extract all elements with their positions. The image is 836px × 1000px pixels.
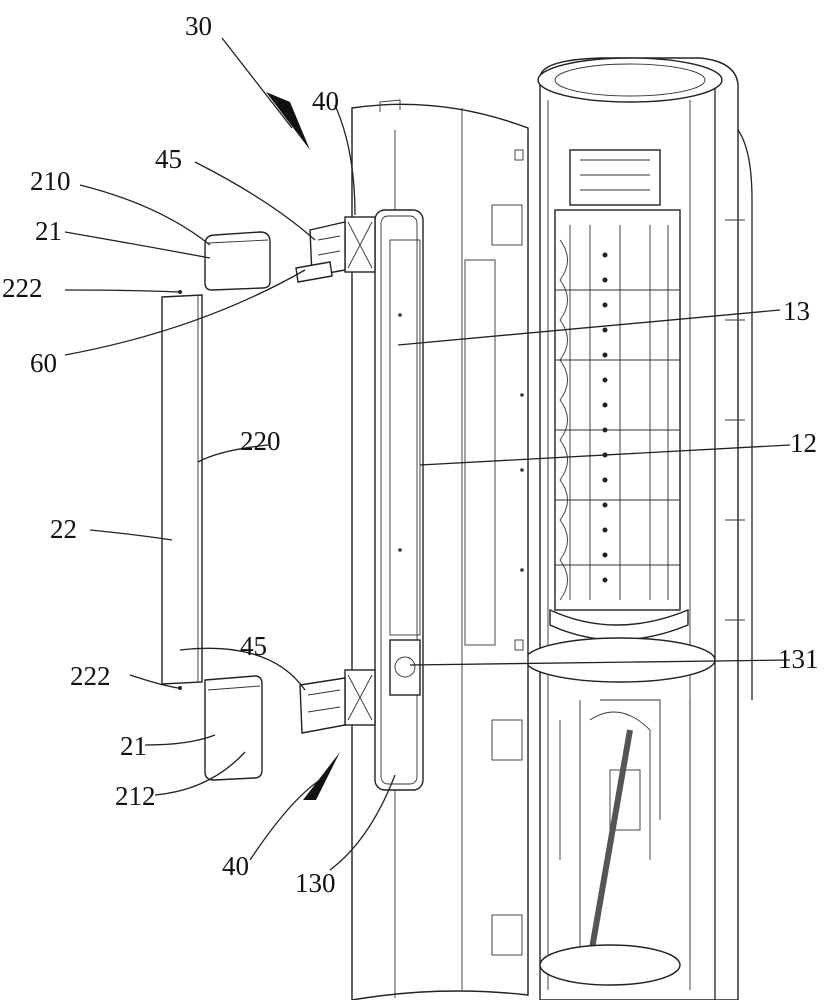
arrow-line-30 xyxy=(221,37,293,129)
label-21-bottom: 21 xyxy=(120,731,147,761)
cap-21-top xyxy=(204,231,271,291)
label-22: 22 xyxy=(50,514,77,544)
label-210: 210 xyxy=(30,166,71,196)
leader-lines xyxy=(64,104,791,871)
label-212: 212 xyxy=(115,781,156,811)
label-45-top: 45 xyxy=(155,144,182,174)
drip-tray xyxy=(524,637,716,683)
label-30: 30 xyxy=(185,11,212,41)
label-12: 12 xyxy=(790,428,817,458)
top-cap xyxy=(537,57,723,103)
arrowhead-30 xyxy=(266,92,310,150)
callout-labels: 30 40 45 210 21 222 60 13 220 12 22 45 1… xyxy=(2,11,819,898)
label-45-bottom: 45 xyxy=(240,631,267,661)
hinge-45-bottom xyxy=(299,677,346,734)
label-60: 60 xyxy=(30,348,57,378)
main-unit-body xyxy=(524,57,753,1000)
label-222-bottom: 222 xyxy=(70,661,111,691)
part-60 xyxy=(295,261,333,283)
label-130: 130 xyxy=(295,868,336,898)
hinge-45-top xyxy=(309,221,346,277)
window-frame xyxy=(374,209,424,791)
label-222-top: 222 xyxy=(2,273,43,303)
box-131 xyxy=(389,639,421,696)
label-131: 131 xyxy=(778,644,819,674)
left-components xyxy=(161,231,271,781)
hinge-assembly-bottom xyxy=(299,669,376,734)
arrowhead-40-bottom xyxy=(303,752,340,800)
label-220: 220 xyxy=(240,426,281,456)
cross-flow-fan xyxy=(554,209,681,611)
label-40-top: 40 xyxy=(312,86,339,116)
hinge-assembly-top xyxy=(295,216,376,283)
cap-21-bottom xyxy=(204,675,263,781)
label-40-bottom: 40 xyxy=(222,851,249,881)
plate-22 xyxy=(161,294,203,685)
label-13: 13 xyxy=(783,296,810,326)
fan-motor xyxy=(569,149,661,206)
arrows xyxy=(221,37,340,861)
label-21-top: 21 xyxy=(35,216,62,246)
front-panel xyxy=(351,99,529,1000)
arrow-line-40-bottom xyxy=(249,779,321,861)
